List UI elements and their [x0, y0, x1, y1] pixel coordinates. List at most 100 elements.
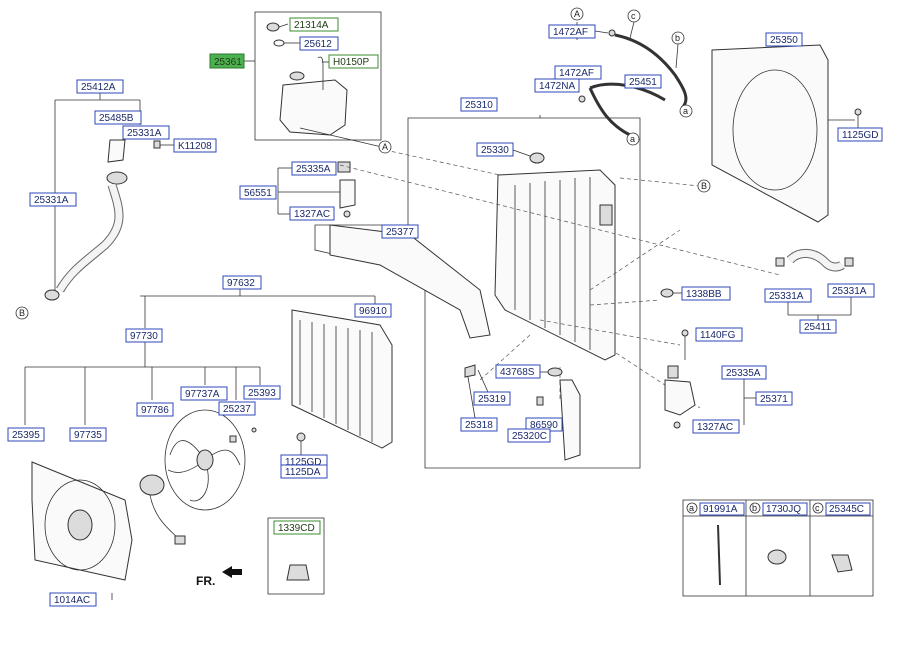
- svg-text:a: a: [630, 134, 635, 144]
- label-25377[interactable]: 25377: [381, 224, 419, 239]
- callout-B-left: B: [15, 306, 29, 320]
- svg-text:25237: 25237: [223, 404, 251, 415]
- label-56551[interactable]: 56551: [239, 185, 277, 200]
- label-H0150P[interactable]: H0150P: [328, 54, 379, 69]
- svg-text:c: c: [815, 503, 820, 513]
- svg-text:97737A: 97737A: [185, 389, 220, 400]
- cooling-fan: [164, 409, 246, 511]
- label-1730JQ[interactable]: 1730JQ: [762, 502, 808, 516]
- label-1472AF-mid[interactable]: 1472AF: [554, 65, 602, 80]
- svg-text:1339CD: 1339CD: [278, 523, 315, 534]
- label-25237[interactable]: 25237: [218, 401, 256, 416]
- label-25395[interactable]: 25395: [7, 427, 45, 442]
- label-91991A[interactable]: 91991A: [699, 502, 745, 516]
- mount-1338bb: [660, 288, 674, 298]
- label-96910[interactable]: 96910: [354, 303, 392, 318]
- label-25412A[interactable]: 25412A: [76, 79, 124, 94]
- label-25345C[interactable]: 25345C: [825, 502, 871, 516]
- hose-adapter: [107, 139, 126, 163]
- label-97730[interactable]: 97730: [125, 328, 163, 343]
- label-25335A-upper[interactable]: 25335A: [291, 161, 337, 176]
- label-25612[interactable]: 25612: [299, 36, 339, 51]
- label-1327AC-lower[interactable]: 1327AC: [692, 419, 740, 434]
- label-25485B[interactable]: 25485B: [94, 110, 142, 125]
- svg-text:25331A: 25331A: [832, 286, 867, 297]
- label-1014AC[interactable]: 1014AC: [49, 592, 97, 607]
- label-25451[interactable]: 25451: [624, 74, 662, 89]
- svg-text:K11208: K11208: [178, 141, 212, 152]
- radiator-outlet: [599, 204, 613, 226]
- label-25371[interactable]: 25371: [755, 391, 793, 406]
- label-1339CD[interactable]: 1339CD: [273, 520, 321, 535]
- label-97735[interactable]: 97735: [69, 427, 107, 442]
- label-K11208[interactable]: K11208: [173, 138, 217, 153]
- label-25331A-right-2[interactable]: 25331A: [827, 283, 875, 298]
- label-25335A-lower[interactable]: 25335A: [721, 365, 767, 380]
- fan-motor-hub: [67, 509, 93, 541]
- label-97786[interactable]: 97786: [136, 402, 174, 417]
- label-1472AF-top[interactable]: 1472AF: [548, 24, 596, 39]
- label-25319[interactable]: 25319: [473, 391, 511, 406]
- label-97737A[interactable]: 97737A: [180, 386, 228, 401]
- label-25310[interactable]: 25310: [460, 97, 498, 112]
- svg-text:1730JQ: 1730JQ: [766, 504, 801, 515]
- label-1125GD-top[interactable]: 1125GD: [837, 127, 883, 142]
- svg-text:H0150P: H0150P: [333, 57, 369, 68]
- label-1125DA[interactable]: 1125DA: [280, 464, 328, 479]
- grommet-1339cd: [286, 564, 310, 581]
- svg-text:A: A: [382, 142, 388, 152]
- svg-text:25331A: 25331A: [34, 195, 69, 206]
- label-97632[interactable]: 97632: [222, 275, 262, 290]
- svg-text:25361: 25361: [214, 57, 242, 68]
- coolant-reservoir-tank: [279, 79, 348, 136]
- overflow-hose: [614, 33, 688, 110]
- svg-text:25319: 25319: [478, 394, 506, 405]
- svg-text:a: a: [683, 106, 688, 116]
- svg-text:43768S: 43768S: [500, 367, 535, 378]
- label-25320C[interactable]: 25320C: [507, 428, 551, 443]
- svg-text:1125GD: 1125GD: [285, 457, 322, 468]
- svg-text:97632: 97632: [227, 278, 255, 289]
- label-1327AC-upper[interactable]: 1327AC: [289, 206, 335, 221]
- svg-text:1472NA: 1472NA: [539, 81, 575, 92]
- label-25330[interactable]: 25330: [476, 142, 514, 157]
- label-1472NA[interactable]: 1472NA: [534, 78, 580, 93]
- svg-text:25612: 25612: [304, 39, 332, 50]
- clip-25345c: [831, 554, 853, 573]
- radiator-cap: [529, 152, 545, 164]
- svg-text:25485B: 25485B: [99, 113, 134, 124]
- condenser-fins: [299, 320, 373, 442]
- label-1140FG[interactable]: 1140FG: [695, 327, 743, 342]
- lower-bracket: [664, 379, 696, 416]
- svg-text:1140FG: 1140FG: [700, 330, 736, 341]
- lower-hose-clamp: [44, 289, 60, 301]
- label-25318[interactable]: 25318: [460, 417, 498, 432]
- label-25411[interactable]: 25411: [799, 319, 837, 334]
- label-25331A-left[interactable]: 25331A: [29, 192, 77, 207]
- condenser-core: [291, 309, 393, 449]
- label-1338BB[interactable]: 1338BB: [681, 286, 731, 301]
- label-43768S[interactable]: 43768S: [495, 364, 541, 379]
- svg-text:25310: 25310: [465, 100, 493, 111]
- bolt-k11208: [153, 140, 161, 149]
- legend-callout-b: b: [749, 502, 761, 514]
- svg-text:1338BB: 1338BB: [686, 289, 722, 300]
- label-25361-selected[interactable]: 25361: [209, 53, 245, 69]
- label-25350[interactable]: 25350: [765, 32, 803, 47]
- svg-text:86590: 86590: [530, 420, 558, 431]
- label-25331A-right-1[interactable]: 25331A: [764, 288, 812, 303]
- label-25393[interactable]: 25393: [243, 385, 281, 400]
- legend-callout-c: c: [812, 502, 824, 514]
- svg-text:25320C: 25320C: [512, 431, 547, 442]
- svg-text:25318: 25318: [465, 420, 493, 431]
- svg-text:96910: 96910: [359, 306, 387, 317]
- svg-text:21314A: 21314A: [294, 20, 329, 31]
- label-25331A-upper[interactable]: 25331A: [122, 125, 170, 140]
- reservoir-seal-ring: [266, 22, 280, 32]
- label-21314A[interactable]: 21314A: [289, 17, 339, 32]
- svg-text:25411: 25411: [804, 322, 832, 333]
- fan-motor: [139, 474, 165, 496]
- svg-text:c: c: [631, 11, 636, 21]
- svg-text:1327AC: 1327AC: [294, 209, 330, 220]
